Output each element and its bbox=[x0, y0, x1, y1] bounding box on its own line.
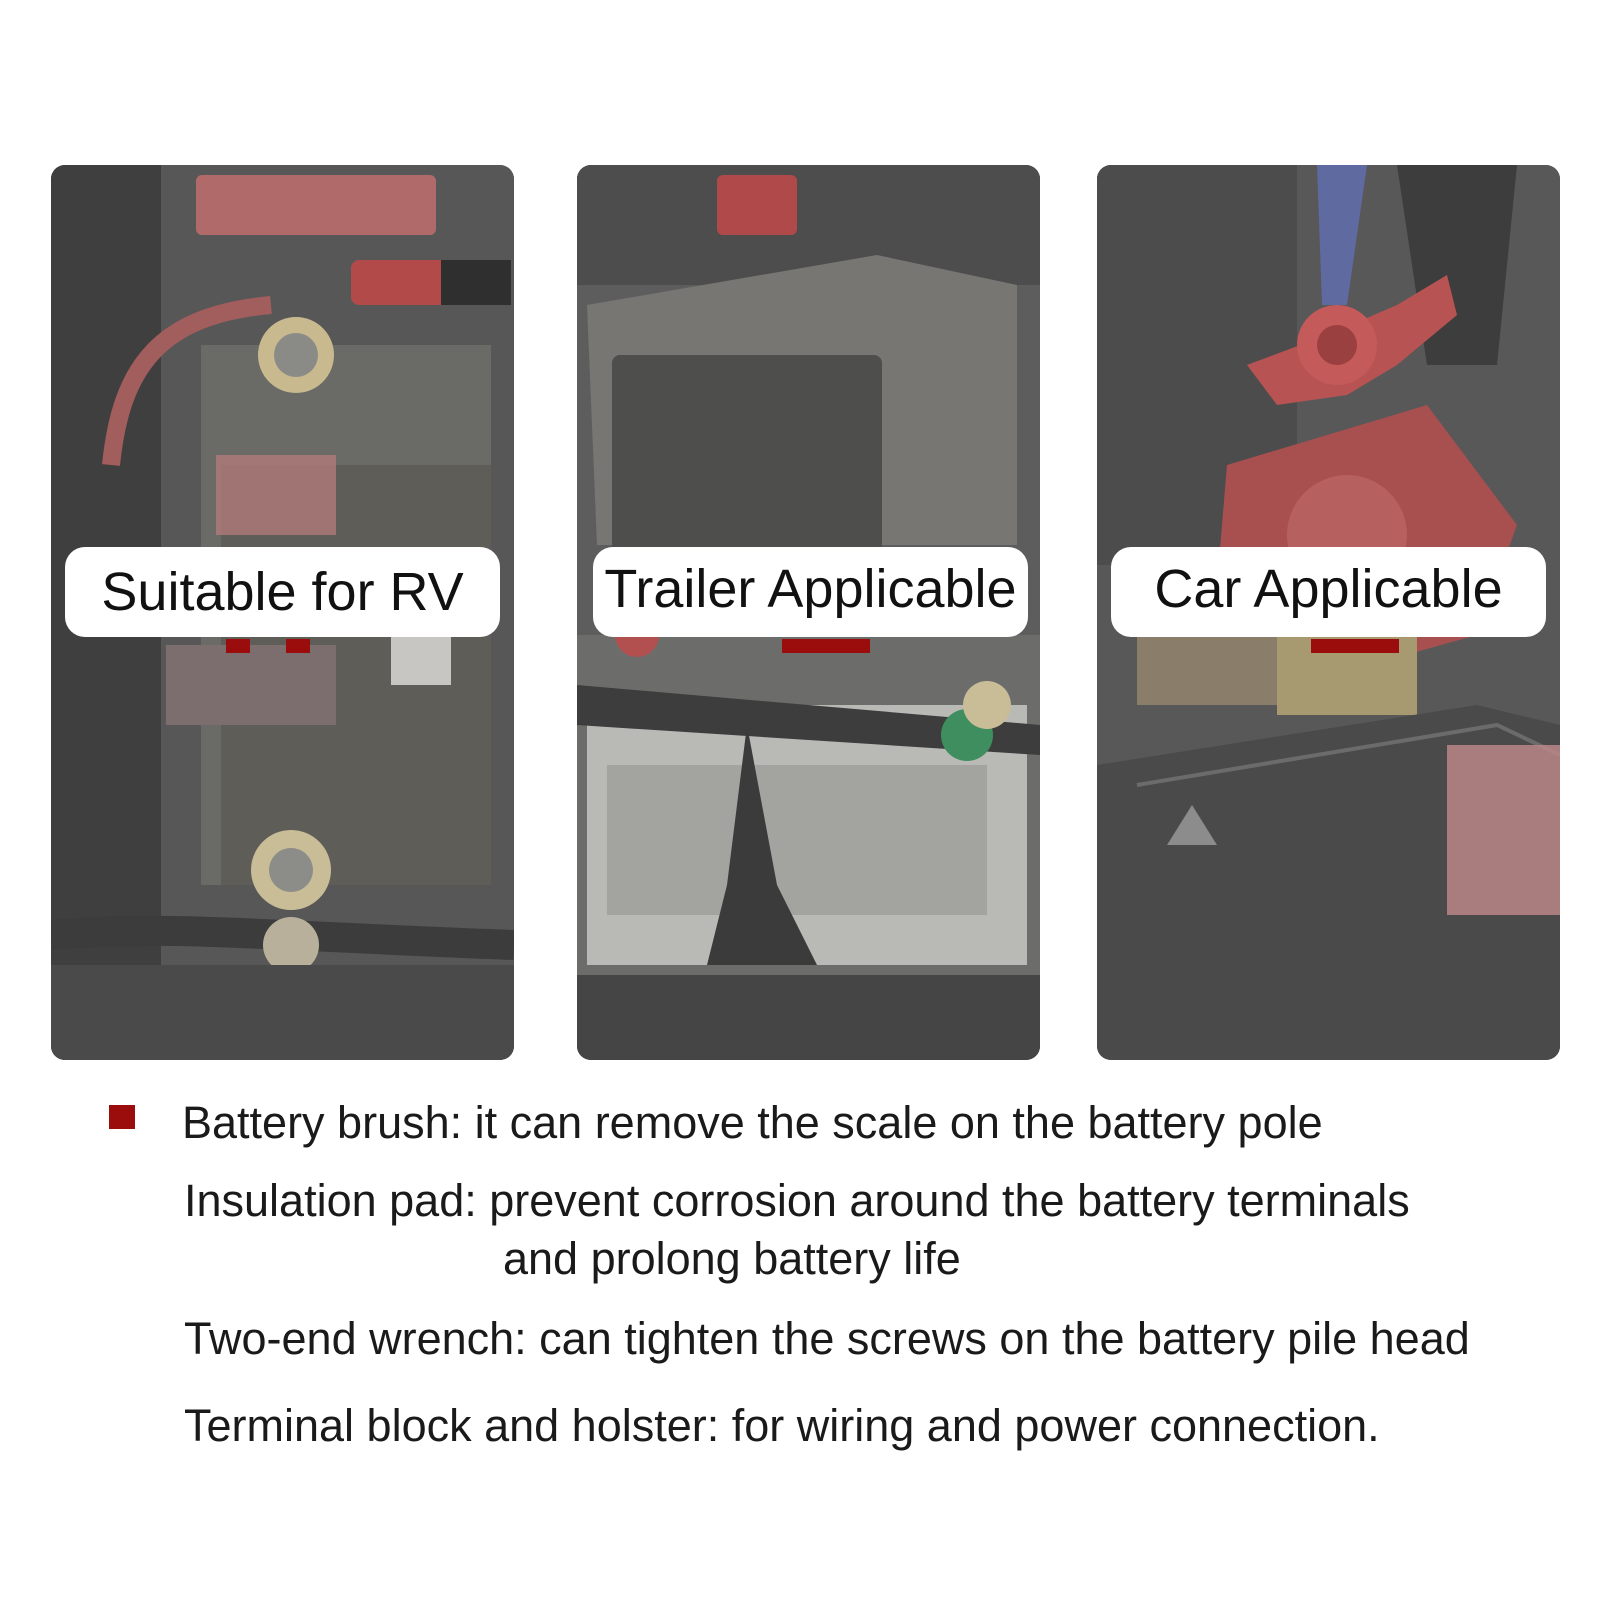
feature-terminal-block: Terminal block and holster: for wiring a… bbox=[184, 1400, 1380, 1451]
feature-insulation-pad-continued: and prolong battery life bbox=[503, 1233, 961, 1284]
feature-battery-brush: Battery brush: it can remove the scale o… bbox=[182, 1097, 1323, 1148]
panel-label-trailer: Trailer Applicable bbox=[593, 547, 1028, 637]
trailer-battery-photo: Trailer Applicable bbox=[577, 165, 1040, 1060]
rv-battery-photo: Suitable for RV bbox=[51, 165, 514, 1060]
car-battery-photo: Car Applicable bbox=[1097, 165, 1560, 1060]
panel-label-car: Car Applicable bbox=[1111, 547, 1546, 637]
feature-two-end-wrench: Two-end wrench: can tighten the screws o… bbox=[184, 1313, 1470, 1364]
square-bullet-icon bbox=[109, 1105, 135, 1129]
feature-insulation-pad: Insulation pad: prevent corrosion around… bbox=[184, 1175, 1410, 1226]
panel-label-rv: Suitable for RV bbox=[65, 547, 500, 637]
